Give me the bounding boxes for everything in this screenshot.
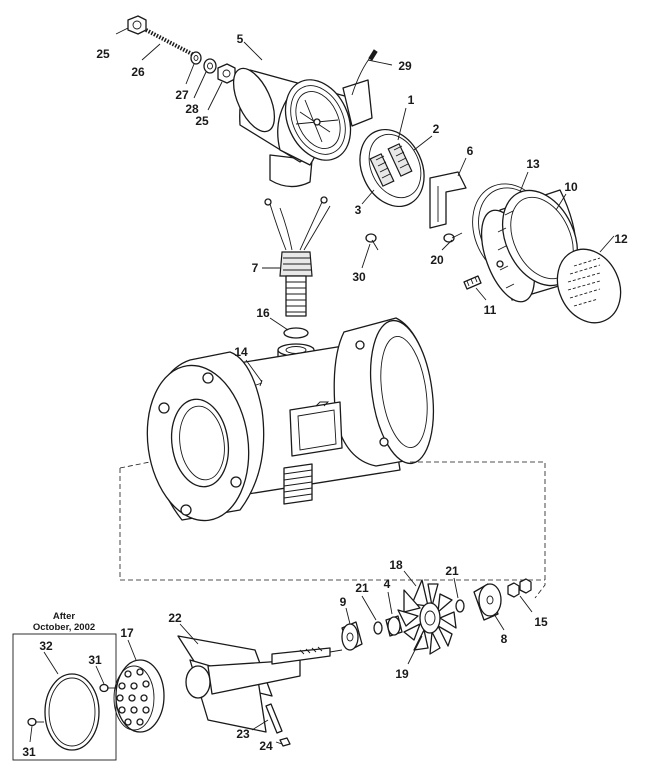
part-6-mounting-bracket	[429, 171, 467, 229]
part-21-washer-right	[455, 599, 465, 613]
callout-4: 4	[384, 577, 391, 591]
callout-29: 29	[398, 59, 412, 73]
callout-7: 7	[252, 261, 259, 275]
callout-3: 3	[355, 203, 362, 217]
callout-21-left: 21	[355, 581, 369, 595]
part-16-o-ring	[283, 327, 309, 339]
part-4-bearing	[385, 615, 403, 637]
callout-8: 8	[501, 632, 508, 646]
callout-28: 28	[185, 102, 199, 116]
part-30-screw	[365, 233, 379, 251]
callout-15: 15	[534, 615, 548, 629]
part-15-nuts	[507, 578, 532, 598]
part-26-threaded-stud	[145, 28, 193, 56]
part-24-pin	[279, 737, 291, 747]
revision-inset-box	[12, 633, 117, 761]
callout-1: 1	[408, 93, 415, 107]
inset-note-line1: After	[53, 611, 75, 622]
part-17-straightener-plate	[113, 659, 165, 733]
part-10-cover	[480, 189, 579, 303]
callout-31-bottom: 31	[22, 745, 36, 759]
part-23-shaft	[265, 703, 283, 734]
callout-30: 30	[352, 270, 366, 284]
callout-19: 19	[395, 667, 409, 681]
callout-20: 20	[430, 253, 444, 267]
inset-note-line2: October, 2002	[33, 622, 95, 633]
part-7-magnetic-pickup	[279, 251, 313, 317]
leader-lines	[29, 27, 615, 745]
part-25-nut-bottom	[217, 63, 236, 84]
callout-32: 32	[39, 639, 53, 653]
callout-13: 13	[526, 157, 540, 171]
part-27-washer	[190, 51, 202, 65]
callout-10: 10	[564, 180, 578, 194]
callout-5: 5	[237, 32, 244, 46]
part-5-electronics-housing	[232, 67, 373, 188]
callout-24: 24	[259, 739, 273, 753]
callout-25-bottom: 25	[195, 114, 209, 128]
callout-11: 11	[484, 303, 497, 317]
callout-2: 2	[433, 122, 440, 136]
part-20-screw	[443, 232, 463, 243]
callout-27: 27	[175, 88, 189, 102]
callout-6: 6	[467, 144, 474, 158]
part-8-bearing-hub	[473, 583, 502, 621]
pickup-wires	[264, 196, 331, 251]
callout-22: 22	[168, 611, 182, 625]
callout-23: 23	[236, 727, 250, 741]
callout-17: 17	[120, 626, 134, 640]
callout-16: 16	[256, 306, 270, 320]
part-25-nut-top	[127, 15, 147, 35]
part-14-meter-body	[146, 317, 435, 522]
part-12-label-plate	[556, 248, 622, 324]
part-22-rotor-support	[177, 635, 343, 733]
part-1-terminal-board	[359, 128, 425, 208]
part-11-set-screw	[463, 275, 482, 290]
callout-31-top: 31	[88, 653, 102, 667]
part-18-rotor	[397, 579, 457, 655]
internals-dashed-outline	[119, 461, 546, 599]
callout-18: 18	[389, 558, 403, 572]
callout-numbers: 25 26 27 28 25 5 29 1 2 6 13 10 12 3 20 …	[22, 32, 628, 759]
callout-25-top: 25	[96, 47, 110, 61]
callout-14: 14	[234, 345, 248, 359]
part-29-cable	[351, 49, 378, 96]
part-28-washer	[203, 58, 217, 74]
part-31-screw-top	[99, 683, 116, 693]
part-21-washer-left	[373, 621, 383, 635]
callout-12: 12	[614, 232, 628, 246]
callout-9: 9	[340, 595, 347, 609]
callout-26: 26	[131, 65, 145, 79]
callout-21-right: 21	[445, 564, 459, 578]
part-9-bearing-hub	[341, 621, 363, 651]
